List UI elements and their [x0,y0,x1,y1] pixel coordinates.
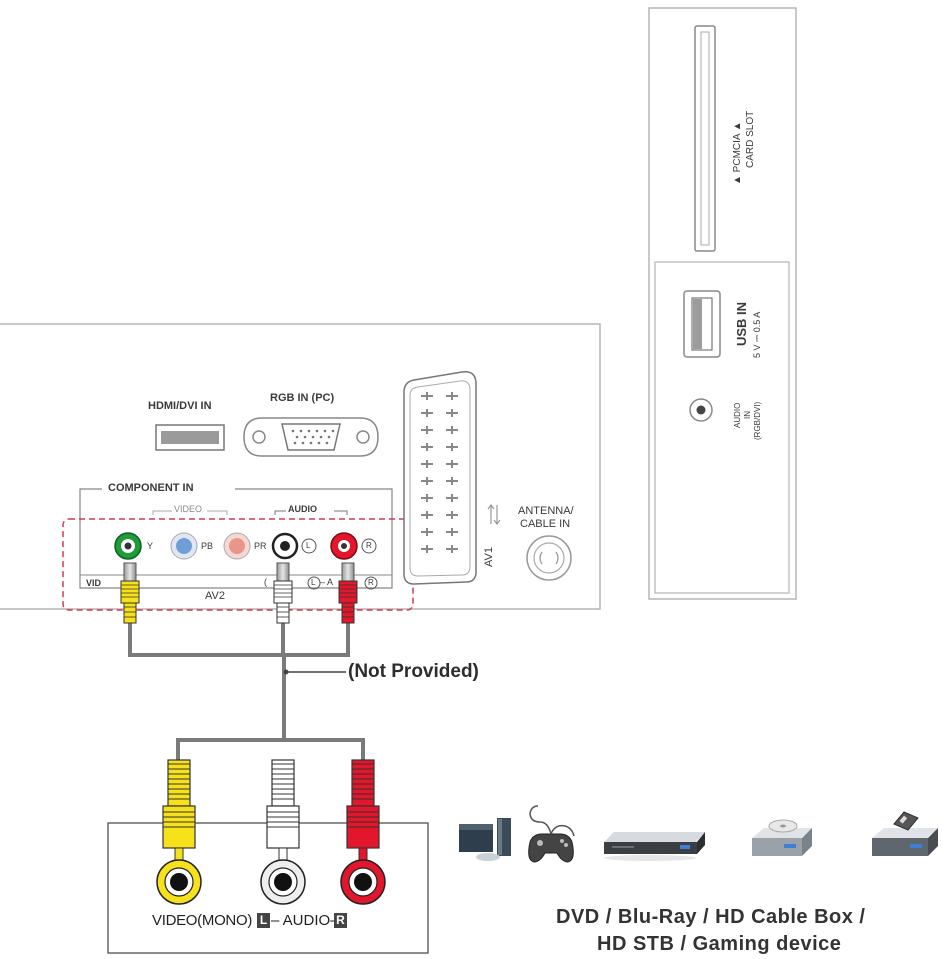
device-jack-audio-l[interactable] [260,859,306,905]
device-list-line1: DVD / Blu-Ray / HD Cable Box / [556,906,866,928]
audio-in-label-3: (RGB/DVI) [753,401,762,440]
audio-group-label: AUDIO [288,504,317,514]
dvd-player-icon [604,832,705,861]
antenna-label-1: ANTENNA/ [518,505,574,517]
device-jack-video[interactable] [156,859,202,905]
jack-l-label: L [306,541,311,550]
audio-in-label-2: IN [743,411,752,419]
jack-audio-r[interactable] [330,532,358,560]
jack-pr[interactable] [223,532,251,560]
device-list-line2: HD STB / Gaming device [597,933,842,955]
gamepad-icon [528,805,575,863]
plug-video-small [120,562,140,624]
rgb-port[interactable] [243,417,379,457]
audio-row-r: R [368,578,374,587]
pcmcia-label-2: CARD SLOT [745,110,756,168]
component-label: COMPONENT IN [108,482,194,494]
video-row-label: VID [86,578,102,588]
jack-pb[interactable] [170,532,198,560]
rgb-label: RGB IN (PC) [270,392,335,404]
av2-label: AV2 [205,590,225,602]
cable-wires [128,620,365,760]
scart-av1-port[interactable] [403,371,477,585]
usb-rating: 5 V ⎓ 0.5 A [752,311,762,358]
device-jack-audio-r[interactable] [340,859,386,905]
pcmcia-slot[interactable] [694,25,716,252]
av1-arrows-icon [487,504,501,525]
pcmcia-label-1: ▲ PCMCIA ▲ [732,121,743,185]
audio-in-label-1: AUDIO [733,402,742,428]
antenna-port[interactable] [526,535,572,581]
video-group-label: VIDEO [174,504,203,514]
hdmi-label: HDMI/DVI IN [148,400,212,412]
device-audio-label: – AUDIO– [271,912,339,929]
jack-pb-label: PB [201,541,214,551]
jack-pr-label: PR [254,541,267,551]
cable-note: (Not Provided) [348,661,479,682]
device-l-badge: L [257,913,270,928]
usb-label: USB IN [734,301,749,346]
av1-label: AV1 [483,547,495,567]
jack-audio-l[interactable] [271,532,299,560]
hdmi-port[interactable] [155,424,225,451]
audio-row-mid: – A [320,577,334,587]
audio-row-prefix: ( [264,577,267,587]
jack-y[interactable] [114,532,142,560]
jack-r-label: R [366,541,372,550]
usb-port[interactable] [683,290,721,358]
device-r-badge: R [334,913,347,928]
plug-audio-l-small [273,562,293,624]
blu-ray-player-icon [752,819,812,856]
antenna-label-2: CABLE IN [520,518,571,530]
device-video-label: VIDEO(MONO) [152,912,253,929]
jack-y-label: Y [147,541,154,551]
audio-row-l: L [311,578,316,587]
audio-in-jack[interactable] [689,398,713,422]
av2-highlight [62,518,414,611]
tv-back-panel [0,323,601,610]
home-theater-icon [459,818,511,861]
plug-audio-r-small [338,562,358,624]
side-panel [648,7,797,600]
set-top-box-icon [872,811,938,856]
